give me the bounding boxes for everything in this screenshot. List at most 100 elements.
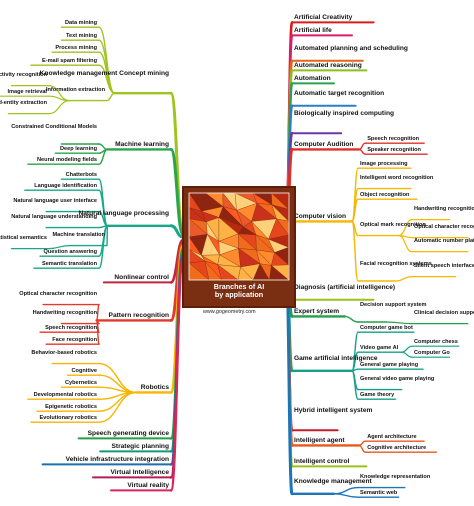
branch-label: Virtual Intelligence — [110, 469, 169, 476]
child-label: Deep learning — [60, 146, 97, 152]
child-wire — [98, 26, 116, 94]
child-label: Object recognition — [360, 192, 410, 198]
branch-label: Intelligent control — [294, 458, 350, 465]
branch-label: Intelligent agent — [294, 437, 345, 444]
sub-label: Silent speech interface — [414, 263, 474, 269]
child-wire — [358, 148, 366, 155]
branch-label: Pattern recognition — [108, 312, 169, 319]
art-frame — [188, 192, 290, 281]
child-label: General game playing — [360, 362, 419, 368]
branch-label: Robotics — [140, 384, 169, 391]
sub-wire — [394, 276, 413, 282]
child-label: Intelligent word recognition — [360, 175, 434, 181]
branch-label: Nonlinear control — [114, 274, 169, 281]
branch-label: Knowledge management — [294, 478, 372, 485]
sub-wire — [48, 95, 71, 102]
child-wire — [344, 315, 359, 323]
branch-label: Automated reasoning — [294, 62, 362, 69]
child-wire — [98, 225, 109, 269]
sub-label: Computer chess — [414, 339, 458, 345]
child-label: Constrained Conditional Models — [11, 124, 97, 130]
child-wire — [98, 148, 109, 165]
branch-label: Computer vision — [294, 213, 347, 220]
child-wire — [98, 386, 137, 394]
child-wire — [98, 143, 109, 151]
child-label: Chatterbots — [65, 172, 97, 178]
child-label: Natural language understanding — [11, 214, 97, 220]
geometric-art — [188, 192, 290, 281]
child-label: Semantic translation — [41, 261, 97, 267]
sub-label: Clinical decision support system — [414, 310, 474, 316]
center-title: Branches of AI by application — [213, 282, 265, 299]
branch-label: Expert system — [294, 308, 340, 315]
child-label: Cybernetics — [64, 380, 97, 386]
branch-label: Artificial Creativity — [294, 14, 353, 21]
sub-label: Image retrieval — [7, 89, 48, 95]
child-label: Neural modeling fields — [37, 157, 97, 163]
child-label: Behavior-based robotics — [31, 350, 97, 356]
branch-trunk — [169, 224, 185, 239]
child-wire — [351, 220, 359, 282]
website-caption: www.gogeometry.com — [203, 309, 256, 315]
branch-trunk — [169, 259, 185, 492]
child-wire — [333, 486, 359, 495]
child-label: General video game playing — [360, 376, 435, 382]
sub-wire — [48, 245, 71, 250]
sub-label: Optical character recognition — [414, 224, 474, 230]
branch-label: Hybrid intelligent system — [294, 407, 373, 414]
sub-label: Handwriting recognition — [414, 206, 474, 212]
child-label: Image processing — [360, 161, 408, 167]
branch-label: Virtual reality — [127, 482, 169, 489]
sub-wire — [385, 321, 413, 325]
branch-label: Automated planning and scheduling — [294, 45, 408, 52]
branch-label: Diagnosis (artificial intelligence) — [294, 284, 396, 291]
child-wire — [358, 440, 366, 447]
branch-label: Strategic planning — [111, 443, 169, 450]
child-label: Epigenetic robotics — [45, 404, 97, 410]
child-label: Facial recognition systems — [360, 261, 432, 267]
child-label: Cognitive architecture — [367, 445, 427, 451]
child-label: Speech recognition — [367, 136, 420, 142]
child-label: Decision support system — [360, 302, 427, 308]
child-wire — [95, 319, 100, 345]
branch-trunk — [169, 147, 185, 236]
child-label: Question answering — [43, 249, 97, 255]
center-node: Branches of AI by application — [182, 186, 296, 308]
child-label: Information extraction — [45, 87, 105, 93]
branch-label: Automation — [294, 75, 331, 82]
child-label: Developmental robotics — [33, 392, 97, 398]
child-wire — [351, 370, 359, 400]
child-label: Cognitive — [71, 368, 97, 374]
child-label: Semantic web — [360, 490, 398, 496]
branch-label: Speech generating device — [87, 430, 169, 437]
child-label: Handwriting recognition — [32, 310, 97, 316]
branch-trunk — [169, 238, 185, 284]
child-label: Text mining — [66, 33, 97, 39]
sub-wire — [401, 351, 413, 358]
child-label: Optical mark recognition — [360, 222, 426, 228]
branch-label: Biologically inspired computing — [294, 110, 395, 117]
child-label: Machine translation — [52, 232, 105, 238]
branch-label: Machine learning — [115, 141, 169, 148]
child-label: Optical character recognition — [19, 291, 97, 297]
child-wire — [358, 142, 366, 151]
child-wire — [333, 493, 359, 498]
child-label: Face recognition — [52, 337, 97, 343]
sub-label: Activity recognition — [0, 72, 47, 78]
sub-label: Named-entity extraction — [0, 100, 47, 106]
child-label: E-mail spam filtering — [41, 58, 97, 64]
child-label: Speaker recognition — [367, 147, 421, 153]
branch-label: Game artificial intelligence — [294, 355, 378, 362]
branch-label: Computer Audition — [294, 141, 354, 148]
child-label: Natural language user interface — [13, 198, 97, 204]
child-label: Game theory — [360, 392, 395, 398]
child-wire — [98, 64, 116, 94]
sub-wire — [398, 235, 413, 253]
child-label: Computer game bot — [360, 325, 413, 331]
child-label: Evolutionary robotics — [39, 415, 98, 421]
branch-label: Knowledge management Concept mining — [39, 70, 169, 77]
child-label: Video game AI — [360, 345, 399, 351]
child-wire — [106, 92, 116, 102]
branch-label: Vehicle infrastructure integration — [65, 456, 169, 463]
